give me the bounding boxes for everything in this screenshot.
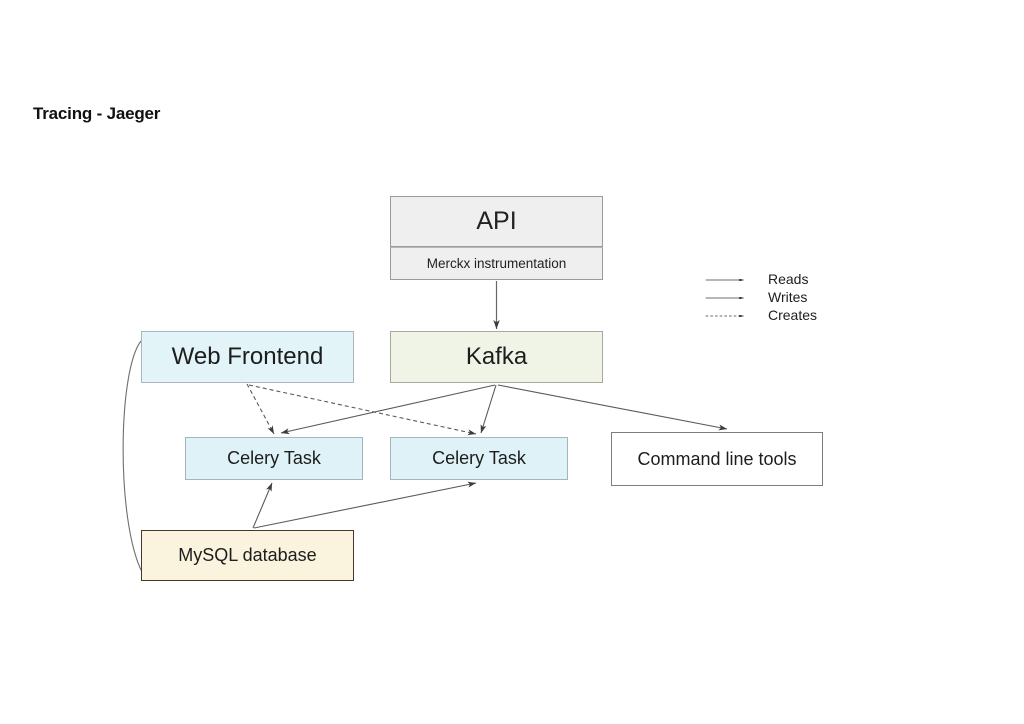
- node-kafka-label: Kafka: [465, 343, 528, 371]
- legend-label-creates: Creates: [768, 307, 818, 323]
- node-celery-task-1[interactable]: Celery Task: [185, 437, 363, 480]
- legend-line-solid-reads-icon: [705, 279, 744, 281]
- edge-kafka-to-commandlinetools: [497, 384, 728, 431]
- legend-item-creates: Creates: [695, 307, 835, 326]
- node-celery-task-1-label: Celery Task: [227, 448, 321, 469]
- edge-kafka-to-celerytask2: [480, 384, 497, 434]
- node-api[interactable]: API: [390, 196, 603, 247]
- legend-line-solid-writes-icon: [705, 297, 744, 299]
- node-api-label: API: [476, 207, 517, 236]
- node-api-instrumentation-label: Merckx instrumentation: [426, 255, 567, 271]
- edge-mysql-to-celerytask1: [252, 482, 273, 529]
- node-mysql-database-label: MySQL database: [178, 545, 317, 566]
- node-command-line-tools[interactable]: Command line tools: [611, 432, 823, 486]
- legend-item-writes: Writes: [695, 289, 835, 308]
- page-title: Tracing - Jaeger: [33, 104, 161, 123]
- node-mysql-database[interactable]: MySQL database: [141, 530, 354, 581]
- edge-webfrontend-to-celerytask1: [246, 383, 275, 435]
- edge-webfrontend-to-mysql: [122, 340, 143, 573]
- edge-webfrontend-to-celerytask2: [248, 384, 477, 436]
- node-kafka[interactable]: Kafka: [390, 331, 603, 383]
- legend-label-reads: Reads: [768, 271, 809, 287]
- node-celery-task-2[interactable]: Celery Task: [390, 437, 568, 480]
- edge-kafka-to-celerytask1: [280, 384, 496, 435]
- node-celery-task-2-label: Celery Task: [432, 448, 526, 469]
- legend-line-dashed-creates-icon: [705, 315, 744, 317]
- node-command-line-tools-label: Command line tools: [637, 448, 797, 469]
- legend-label-writes: Writes: [768, 289, 808, 305]
- node-web-frontend-label: Web Frontend: [171, 343, 324, 371]
- legend: Reads Writes Creates: [695, 271, 835, 330]
- edge-mysql-to-celerytask2: [253, 481, 477, 529]
- legend-item-reads: Reads: [695, 271, 835, 290]
- node-api-instrumentation[interactable]: Merckx instrumentation: [390, 247, 603, 280]
- node-web-frontend[interactable]: Web Frontend: [141, 331, 354, 383]
